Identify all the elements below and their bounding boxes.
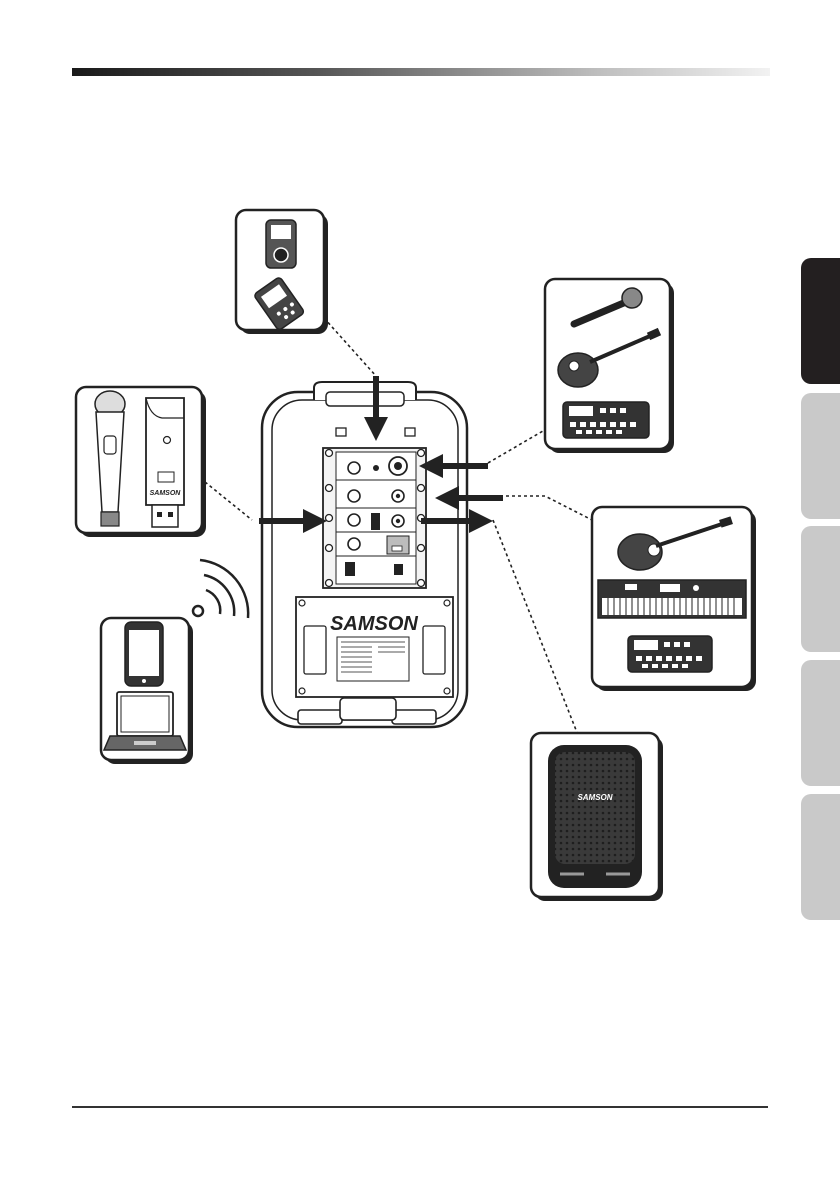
card-line-instruments (592, 507, 756, 691)
bluetooth-waves-icon (193, 560, 248, 618)
front-logo: SAMSON (577, 793, 612, 802)
usb-receiver-icon: SAMSON (146, 398, 184, 527)
card-second-speaker: SAMSON (531, 733, 663, 901)
laptop-icon (104, 692, 186, 750)
drum-machine-icon-2 (628, 636, 712, 672)
line-wireless-mic (205, 482, 252, 520)
card-media-players (236, 210, 328, 334)
drum-machine-icon (563, 402, 649, 438)
line-aux-out (493, 520, 578, 735)
smartphone-icon (125, 622, 163, 686)
line-mic-guitar (488, 428, 548, 463)
speaker-rear: SAMSON (262, 382, 467, 727)
card-bluetooth-devices (101, 618, 193, 764)
line-media-player (324, 318, 376, 376)
card-mic-guitar (545, 279, 674, 453)
transmitter-logo: SAMSON (150, 490, 182, 497)
keyboard-icon (598, 580, 746, 618)
rear-logo: SAMSON (330, 613, 418, 635)
footer-rule (72, 1106, 768, 1108)
line-instruments (500, 496, 596, 522)
card-wireless-mic: SAMSON (76, 387, 206, 537)
speaker-front-icon: SAMSON (548, 745, 642, 888)
